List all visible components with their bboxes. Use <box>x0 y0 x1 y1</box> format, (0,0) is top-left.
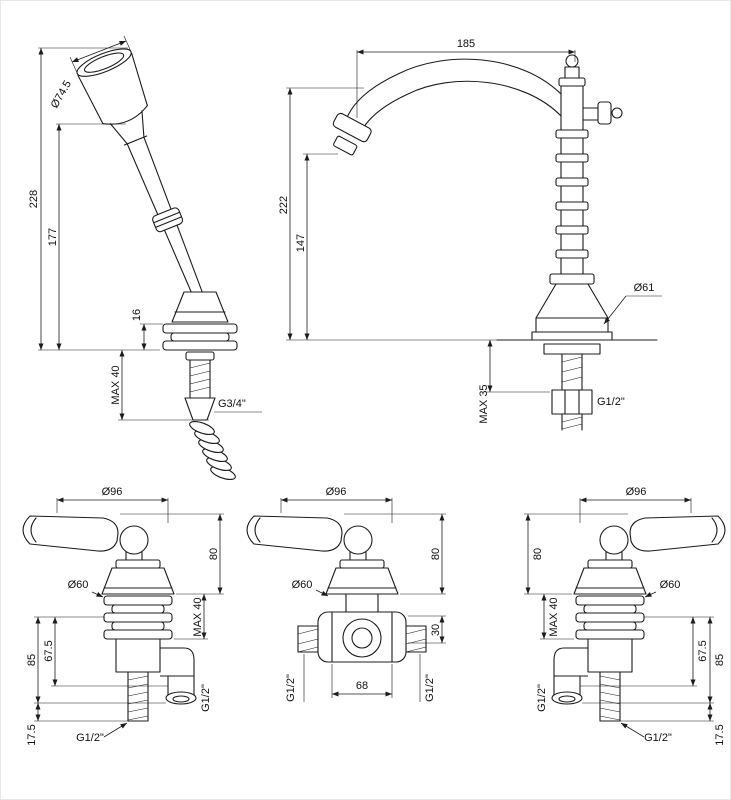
dim-label-inlet-thread: G1/2" <box>644 732 672 744</box>
dim-label-inlet-thread: G1/2" <box>76 732 104 744</box>
lever-handle-assembly <box>573 515 726 595</box>
dim-label-right-thread: G1/2" <box>424 674 436 702</box>
dim-label-total-height: 228 <box>28 190 40 208</box>
dim-label-max-deck: MAX 40 <box>110 365 122 404</box>
valve-left-figure: Ø96 Ø60 80 MAX 40 85 67.5 17.5 G1/2" G1/… <box>22 486 224 746</box>
dim-label-thread: G1/2" <box>597 396 625 408</box>
dim-label-max-deck: MAX 35 <box>478 384 490 423</box>
lever <box>22 515 119 552</box>
dim-label-body-height: 85 <box>26 654 38 666</box>
dim-label-body-depth: 30 <box>430 624 442 636</box>
lever-ball <box>119 525 149 555</box>
dim-label-handle-diameter: Ø96 <box>102 486 123 498</box>
base-disc <box>170 332 230 342</box>
bell-cover <box>101 567 175 595</box>
dim-label-centers-width: 68 <box>356 680 368 692</box>
dim-label-total-height: 222 <box>278 196 290 214</box>
dim-label-body-height: 85 <box>714 654 726 666</box>
hand-shower-figure: 228 177 Ø74.5 16 MAX 40 G3/4" <box>28 35 262 481</box>
valve-body <box>103 595 197 722</box>
dim-label-base-diameter: Ø60 <box>68 579 89 591</box>
dim-label-head-diameter: Ø74.5 <box>49 79 74 111</box>
dim-label-base-diameter: Ø60 <box>660 579 681 591</box>
flexible-hose <box>189 420 236 481</box>
hose-cone <box>184 397 216 421</box>
column-spout-dimensions: 185 222 147 Ø61 MAX 35 G1/2" <box>278 38 662 424</box>
dim-label-left-thread: G1/2" <box>285 674 297 702</box>
valve-center-figure: Ø96 Ø60 80 30 68 G1/2" G1/2" <box>246 486 446 702</box>
dim-label-body-height: 177 <box>47 228 59 246</box>
mounting-nut <box>551 389 593 415</box>
dim-label-reach: 185 <box>457 38 475 50</box>
dim-label-outlet-height: 67.5 <box>697 640 709 661</box>
valve-center-body <box>297 593 427 663</box>
hand-shower-dimensions: 228 177 Ø74.5 16 MAX 40 G3/4" <box>28 35 262 421</box>
column-spout-body <box>332 54 658 431</box>
dim-label-outlet-height: 67.5 <box>43 640 55 661</box>
base-disc <box>162 323 238 334</box>
dim-label-handle-diameter: Ø96 <box>626 486 647 498</box>
lever-handle-assembly <box>246 515 399 595</box>
hand-shower-body <box>76 48 238 481</box>
column-spout-figure: 185 222 147 Ø61 MAX 35 G1/2" <box>278 38 662 431</box>
dim-label-outlet-thread: G1/2" <box>200 684 212 712</box>
dim-label-base-diameter: Ø60 <box>292 579 313 591</box>
base-disc <box>162 340 238 351</box>
dim-label-thread: G3/4" <box>218 398 246 410</box>
dim-label-handle-height: 80 <box>532 548 544 560</box>
dim-label-outlet-drop: 17.5 <box>26 724 38 745</box>
dim-label-max-deck: MAX 40 <box>548 597 560 636</box>
lever-handle-assembly <box>22 515 175 595</box>
valve-right-dimensions: Ø96 Ø60 80 MAX 40 85 67.5 17.5 G1/2" G1/… <box>524 486 726 746</box>
dim-label-base-diameter: Ø61 <box>634 282 655 294</box>
valve-right-figure: Ø96 Ø60 80 MAX 40 85 67.5 17.5 G1/2" G1/… <box>524 486 726 746</box>
center-boss <box>342 618 382 658</box>
spout-tube <box>345 58 562 121</box>
dim-label-outlet-drop: 17.5 <box>714 724 726 745</box>
dim-label-max-deck: MAX 40 <box>192 597 204 636</box>
side-screw <box>597 101 612 125</box>
dim-label-handle-height: 80 <box>208 548 220 560</box>
dim-label-outlet-height: 147 <box>295 234 307 252</box>
dim-label-outlet-thread: G1/2" <box>536 684 548 712</box>
finial-ball <box>565 54 579 68</box>
base-flange <box>535 283 609 333</box>
outlet-elbow <box>160 647 195 677</box>
aerator <box>333 135 358 156</box>
shower-base-skirt <box>171 291 229 323</box>
dim-label-collar-height: 16 <box>131 309 143 321</box>
dim-label-handle-height: 80 <box>430 548 442 560</box>
valve-left-dimensions: Ø96 Ø60 80 MAX 40 85 67.5 17.5 G1/2" G1/… <box>26 486 224 746</box>
spout-outlet-cap <box>332 112 372 143</box>
dim-label-handle-diameter: Ø96 <box>326 486 347 498</box>
valve-center-dimensions: Ø96 Ø60 80 30 68 G1/2" G1/2" <box>280 486 446 702</box>
valve-body <box>551 595 645 722</box>
